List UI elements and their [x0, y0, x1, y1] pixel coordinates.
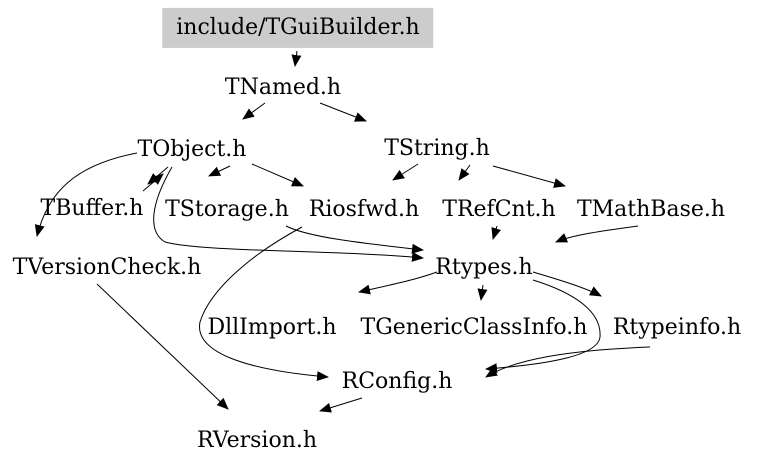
- node-tobject[interactable]: TObject.h: [137, 136, 247, 162]
- edge-riosfwd-rconfig: [199, 226, 329, 382]
- node-rversion[interactable]: RVersion.h: [196, 427, 318, 453]
- edge-rconfig-rversion: [319, 397, 363, 413]
- edge-rtypes-rconfig: [485, 279, 601, 374]
- node-tgenericclassinfo[interactable]: TGenericClassInfo.h: [360, 314, 588, 340]
- node-tversioncheck[interactable]: TVersionCheck.h: [12, 254, 202, 280]
- edge-tnamed-tobject: [242, 102, 266, 120]
- edge-rtypes-rtypeinfo: [532, 271, 602, 297]
- edge-tobject-tbuffer: [147, 166, 169, 185]
- node-tguibuilder: include/TGuiBuilder.h: [162, 7, 434, 49]
- node-rconfig[interactable]: RConfig.h: [341, 368, 453, 394]
- edge-rtypeinfo-rconfig: [485, 346, 651, 378]
- edge-tbuffer-tobject: [142, 173, 164, 192]
- node-tbuffer[interactable]: TBuffer.h: [40, 195, 144, 221]
- node-dllimport[interactable]: DllImport.h: [207, 314, 337, 340]
- edge-tstorage-rtypes: [285, 225, 424, 254]
- edge-tobject-riosfwd: [251, 163, 304, 187]
- edge-tstring-trefcnt: [458, 164, 471, 181]
- node-rtypes[interactable]: Rtypes.h: [435, 254, 533, 280]
- edge-rtypes-tgenericclassinfo: [477, 284, 488, 301]
- edge-tstring-tmathbase: [492, 165, 566, 188]
- node-tnamed[interactable]: TNamed.h: [224, 74, 342, 100]
- edge-tmathbase-rtypes: [555, 225, 639, 243]
- edge-tobject-tversioncheck: [34, 152, 138, 237]
- edge-rtypes-dllimport: [358, 271, 438, 295]
- node-tmathbase[interactable]: TMathBase.h: [576, 196, 726, 222]
- edge-tnamed-tstring: [319, 102, 367, 122]
- edge-trefcnt-rtypes: [491, 225, 502, 240]
- node-trefcnt[interactable]: TRefCnt.h: [442, 196, 556, 222]
- edge-tguibuilder-tnamed: [291, 50, 302, 67]
- node-riosfwd[interactable]: Riosfwd.h: [308, 196, 420, 222]
- node-tstorage[interactable]: TStorage.h: [165, 196, 289, 222]
- edge-tstring-riosfwd: [392, 163, 419, 181]
- edge-tversioncheck-rversion: [96, 283, 229, 410]
- node-tstring[interactable]: TString.h: [384, 135, 490, 161]
- node-rtypeinfo[interactable]: Rtypeinfo.h: [612, 314, 742, 340]
- edge-tobject-rtypes: [153, 166, 424, 262]
- edge-tobject-tstorage: [208, 165, 231, 177]
